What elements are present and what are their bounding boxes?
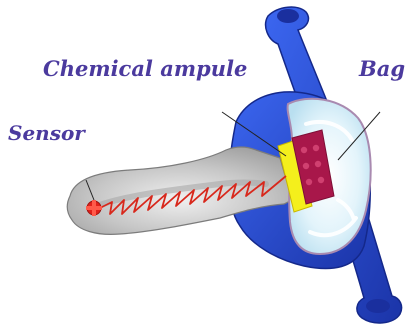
label-sensor: Sensor [8,123,85,143]
label-bag: Bag [359,58,405,79]
label-chemical-ampule: Chemical ampule [43,58,247,79]
